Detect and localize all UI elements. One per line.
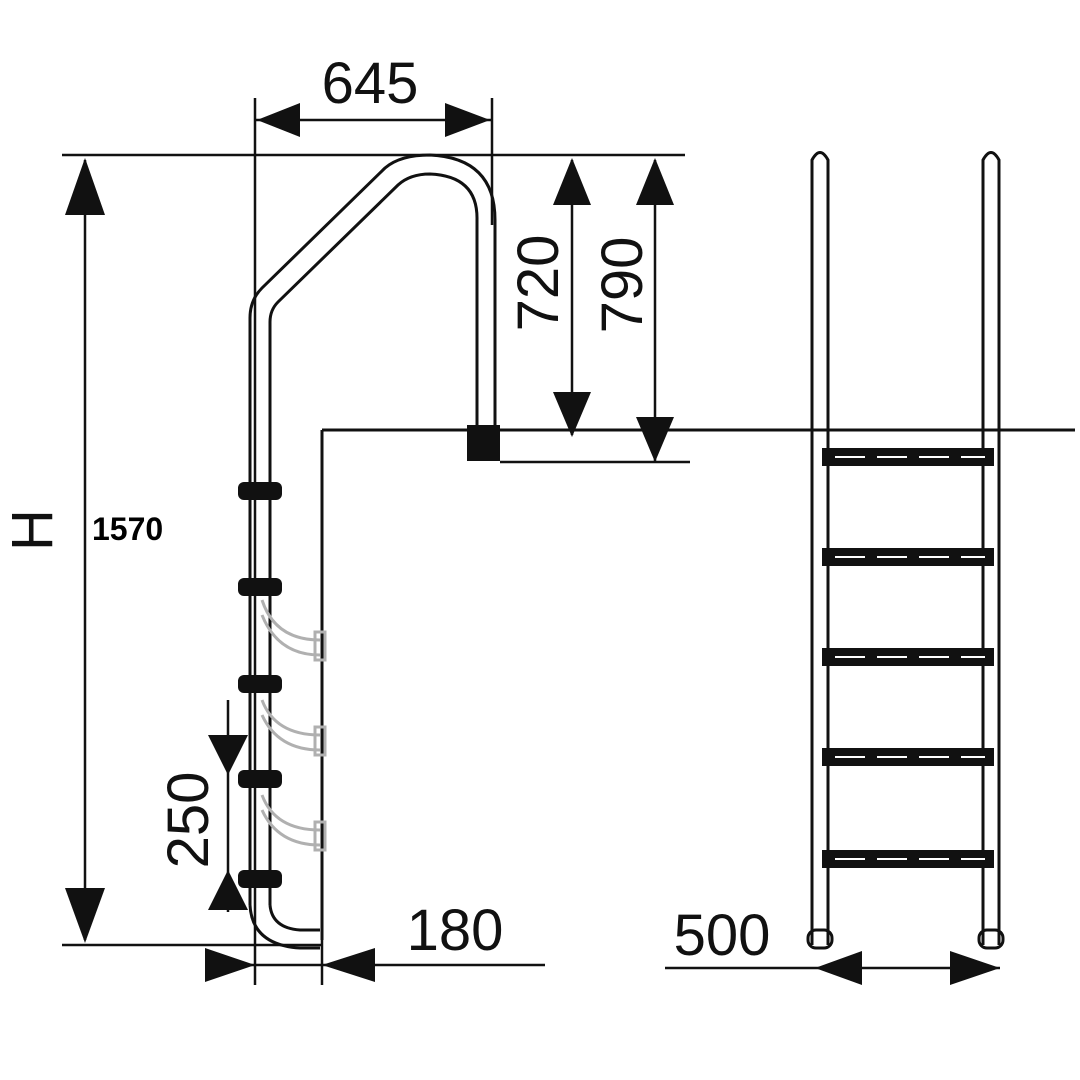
handrail-height-790: 790: [590, 237, 655, 334]
clamps: [238, 482, 282, 888]
wall-offset-dimension: 180: [205, 898, 545, 982]
steps-front: [822, 448, 994, 868]
wall-offset-label: 180: [407, 898, 504, 963]
height-value: 1570: [92, 511, 163, 547]
handrail-width-dimension: 645: [255, 51, 492, 137]
ladder-side-view: [238, 153, 497, 950]
handrail-height-dimensions: 720 790: [506, 158, 674, 462]
extension-lines: [62, 98, 690, 985]
steps-side: [260, 599, 327, 852]
ladder-width-label: 500: [674, 903, 771, 968]
handrail-height-720: 720: [506, 235, 571, 332]
anchor-block: [467, 425, 500, 461]
step-spacing-dimension: 250: [156, 700, 248, 912]
pool-edge: [320, 425, 1075, 940]
step-spacing-label: 250: [156, 772, 221, 869]
ladder-front-view: [806, 151, 1005, 950]
height-dimension: H 1570: [0, 158, 163, 943]
ladder-width-dimension: 500: [665, 903, 1000, 985]
handrail-width-label: 645: [322, 51, 419, 116]
height-symbol: H: [0, 509, 65, 551]
